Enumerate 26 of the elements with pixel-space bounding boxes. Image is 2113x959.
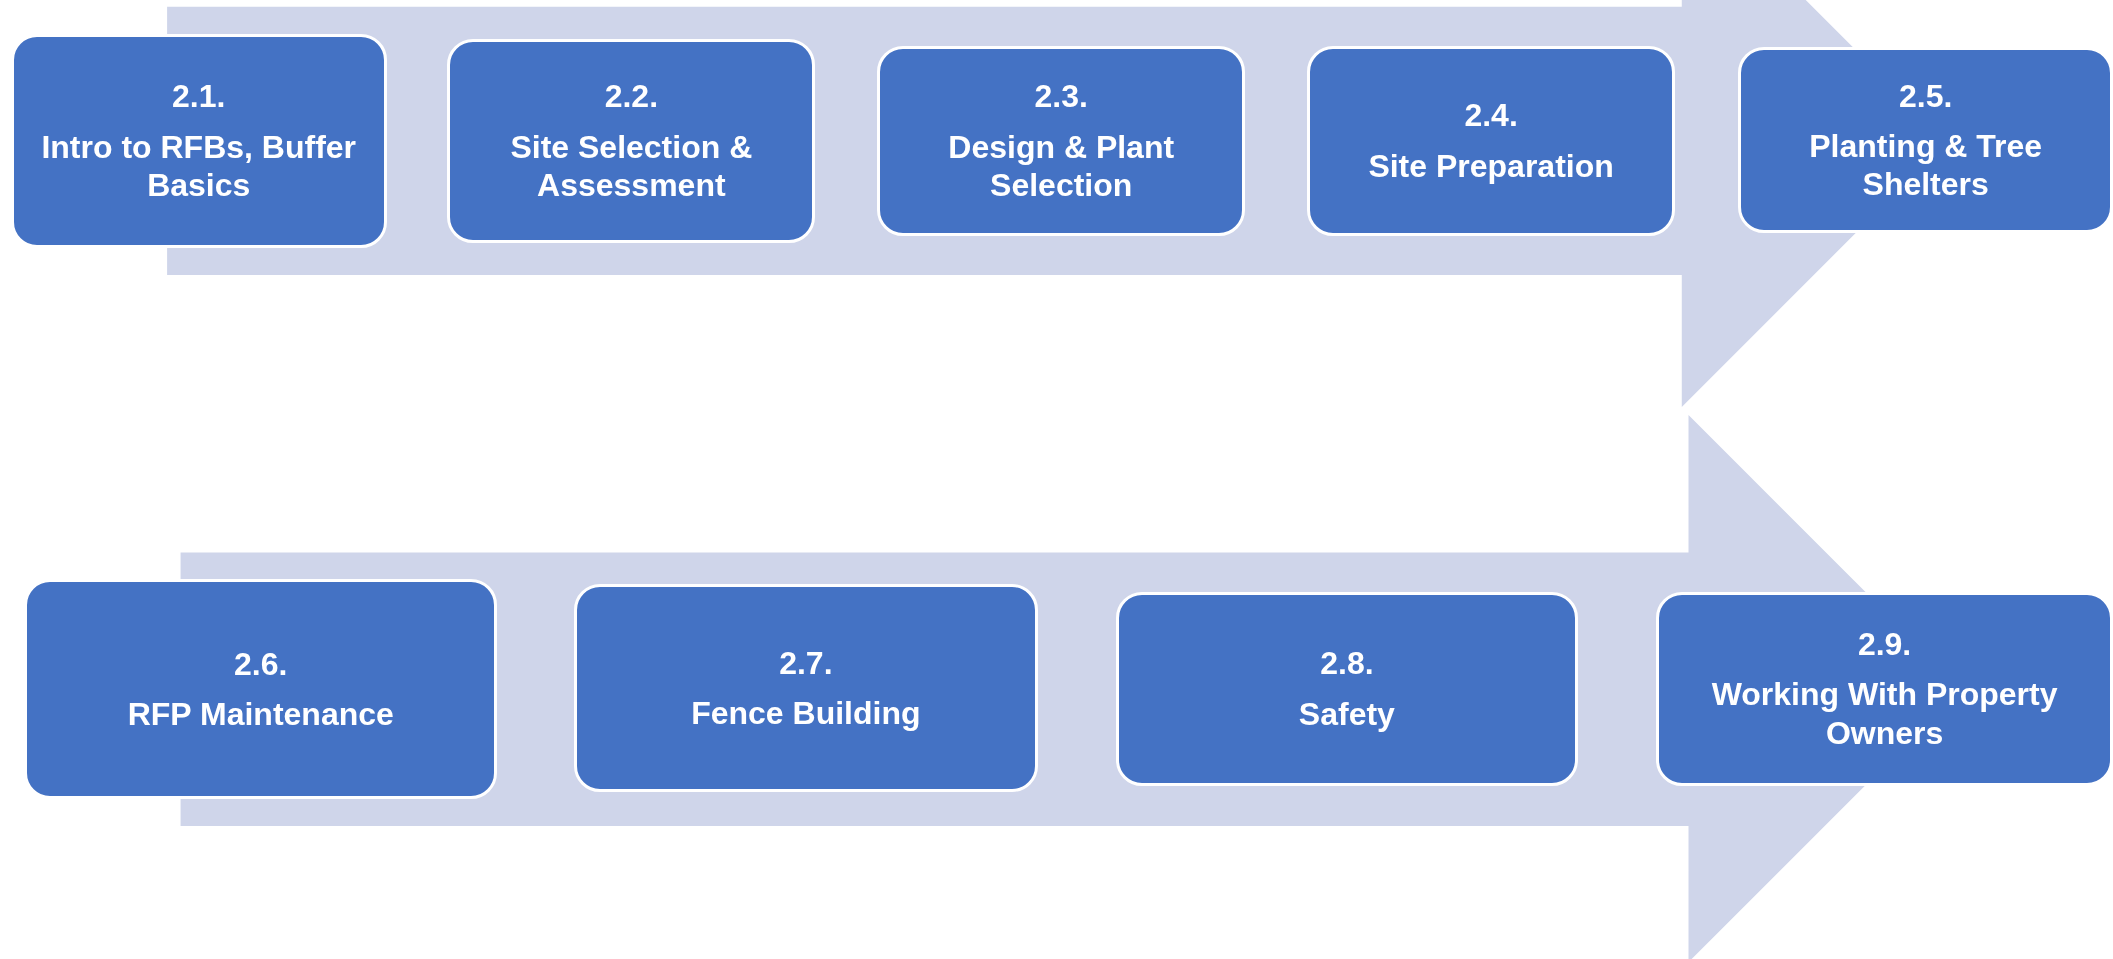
step-title: Fence Building [691,693,921,733]
step-title: RFP Maintenance [127,695,394,734]
step-number: 2.9. [1857,625,1912,664]
step-box [574,583,1038,793]
step-box [877,45,1246,236]
step-title: Planting & Tree Shelters [1808,126,2044,204]
step-box [1738,47,2113,234]
step-title: Working With Property Owners [1710,675,2059,753]
step-box [447,39,816,243]
step-number: 2.1. [172,77,226,116]
step-number: 2.7. [779,643,833,682]
step-title: Intro to RFBs, Buffer Basics [40,127,358,205]
step-box [1115,591,1578,786]
step-title: Site Selection & Assessment [509,127,754,205]
step-number: 2.3. [1034,77,1088,116]
step-number: 2.5. [1899,76,1953,115]
step-number: 2.2. [604,77,658,116]
step-number: 2.6. [234,644,288,684]
step-number: 2.8. [1320,644,1374,683]
step-box [1656,591,2113,786]
step-number: 2.4. [1464,96,1518,135]
step-title: Design & Plant Selection [947,127,1176,205]
step-title: Site Preparation [1368,146,1614,186]
step-box [1307,45,1675,236]
step-title: Safety [1298,694,1395,733]
step-box [24,579,498,800]
